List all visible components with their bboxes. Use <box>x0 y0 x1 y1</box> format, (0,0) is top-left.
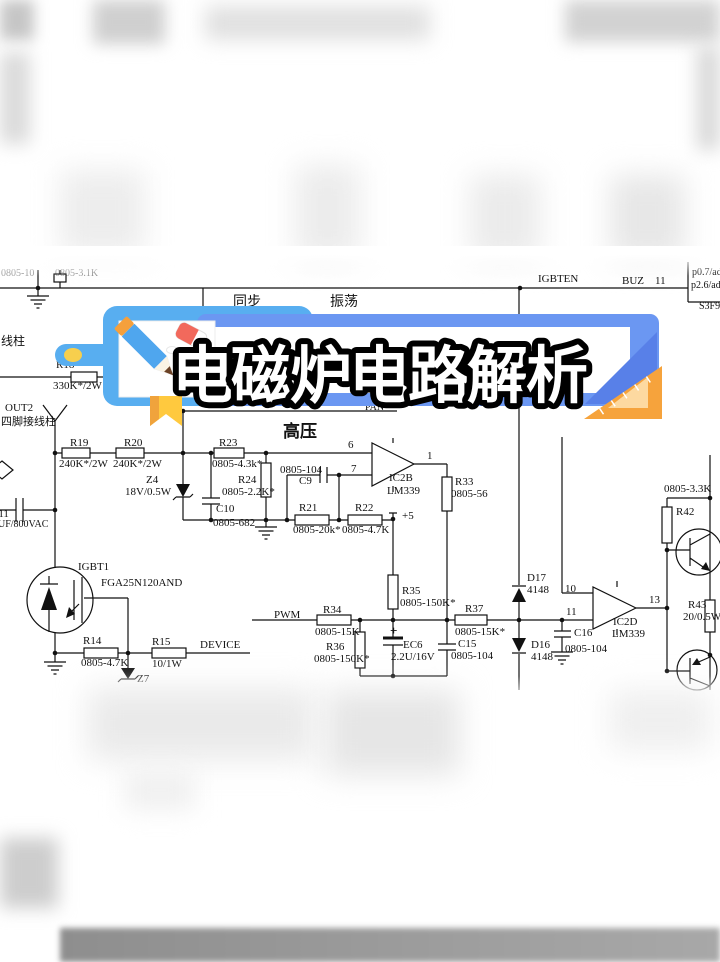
label-r19v: 240K*/2W <box>59 458 108 470</box>
label-pin11: 11 <box>566 606 577 618</box>
label-ic2d: IC2D <box>613 616 638 628</box>
label-osc: 振荡 <box>330 294 358 310</box>
video-title: 电磁炉电路解析 <box>172 339 588 412</box>
label-igbt_part: FGA25N120AND <box>101 577 183 589</box>
label-r19: R19 <box>70 437 89 449</box>
label-d17: D17 <box>527 572 546 584</box>
label-c10: C10 <box>216 503 235 515</box>
label-r14v: 0805-4.7K <box>81 657 129 669</box>
label-r33: R33 <box>455 476 474 488</box>
label-plus5: +5 <box>402 510 414 522</box>
label-r24v: 0805-2.2K* <box>222 486 275 498</box>
label-r35v: 0805-150K* <box>400 597 456 609</box>
label-buz: BUZ <box>622 275 644 287</box>
label-r15: R15 <box>152 636 171 648</box>
ruler-icon <box>584 366 662 419</box>
label-out2: OUT2 <box>5 402 34 414</box>
label-ec6: EC6 <box>403 639 423 651</box>
label-c15v: 0805-104 <box>451 650 494 662</box>
label-r35: R35 <box>402 585 421 597</box>
label-four_pin: 四脚接线柱 <box>1 415 56 428</box>
label-r34: R34 <box>323 604 342 616</box>
label-r23: R23 <box>219 437 238 449</box>
label-r36: R36 <box>326 641 345 653</box>
label-c10v: 0805-682 <box>213 517 256 529</box>
label-r37v: 0805-15K* <box>455 626 506 638</box>
label-c11: C11 <box>0 508 9 520</box>
ribbon-icon <box>150 396 182 426</box>
label-hv: 高压 <box>283 422 317 442</box>
eraser-icon <box>166 322 208 354</box>
label-ic2b: IC2B <box>389 472 413 484</box>
label-ic2b_chip: LM339 <box>387 485 420 497</box>
label-r34v: 0805-15K <box>315 626 360 638</box>
label-d17v: 4148 <box>527 584 549 596</box>
label-d16v: 4148 <box>531 651 553 663</box>
label-pin13: 13 <box>649 594 660 606</box>
label-r18v: 330K*/2W <box>53 380 102 392</box>
label-c9: C9 <box>299 475 312 487</box>
label-r36v: 0805-150K* <box>314 653 370 665</box>
banner-inner <box>210 327 630 393</box>
label-ec6v: 2.2U/16V <box>391 651 435 663</box>
label-sync: 同步 <box>233 294 261 310</box>
label-c15: C15 <box>458 638 477 650</box>
label-c11v: UF/800VAC <box>0 519 49 530</box>
label-mcu_part: S3F94 <box>699 301 720 312</box>
label-pwm: PWM <box>274 609 301 621</box>
label-igbt: IGBT1 <box>78 561 110 573</box>
label-r22: R22 <box>355 502 374 514</box>
label-r20: R20 <box>124 437 143 449</box>
label-r43: R43 <box>688 599 707 611</box>
label-r42v: 0805-3.3K <box>664 483 712 495</box>
label-buz_pin: 11 <box>655 275 666 287</box>
label-c16v: 0805-104 <box>565 643 608 655</box>
label-z4v: 18V/0.5W <box>125 486 172 498</box>
label-r20v: 240K*/2W <box>113 458 162 470</box>
label-r33v: 0805-56 <box>451 488 488 500</box>
label-r21v: 0805-20k* <box>293 524 341 536</box>
label-r15v: 10/1W <box>152 658 182 670</box>
label-r37: R37 <box>465 603 484 615</box>
label-r42: R42 <box>676 506 695 518</box>
label-r23v: 0805-4.3k* <box>212 458 263 470</box>
pencil-icon <box>114 316 174 376</box>
label-pin1: 1 <box>427 450 433 462</box>
label-pin10: 10 <box>565 583 576 595</box>
label-terminal: 线柱 <box>1 334 26 348</box>
label-d16: D16 <box>531 639 550 651</box>
label-z4: Z4 <box>146 474 159 486</box>
label-pin7: 7 <box>351 463 357 475</box>
label-r43v: 20/0.5W <box>683 611 720 623</box>
label-pan: PAN <box>365 402 385 413</box>
label-c16: C16 <box>574 627 593 639</box>
label-ic2d_chip: LM339 <box>612 628 645 640</box>
label-ec6_plus: + <box>390 623 398 638</box>
label-r24: R24 <box>238 474 257 486</box>
label-device: DEVICE <box>200 639 241 651</box>
label-r21: R21 <box>299 502 318 514</box>
label-r14: R14 <box>83 635 102 647</box>
label-c9v: 0805-104 <box>280 464 323 476</box>
label-igbten: IGBTEN <box>538 273 579 285</box>
label-mcu_pin: p2.6/ad <box>691 280 720 291</box>
label-pin6: 6 <box>348 439 354 451</box>
label-r22v: 0805-4.7K <box>342 524 390 536</box>
